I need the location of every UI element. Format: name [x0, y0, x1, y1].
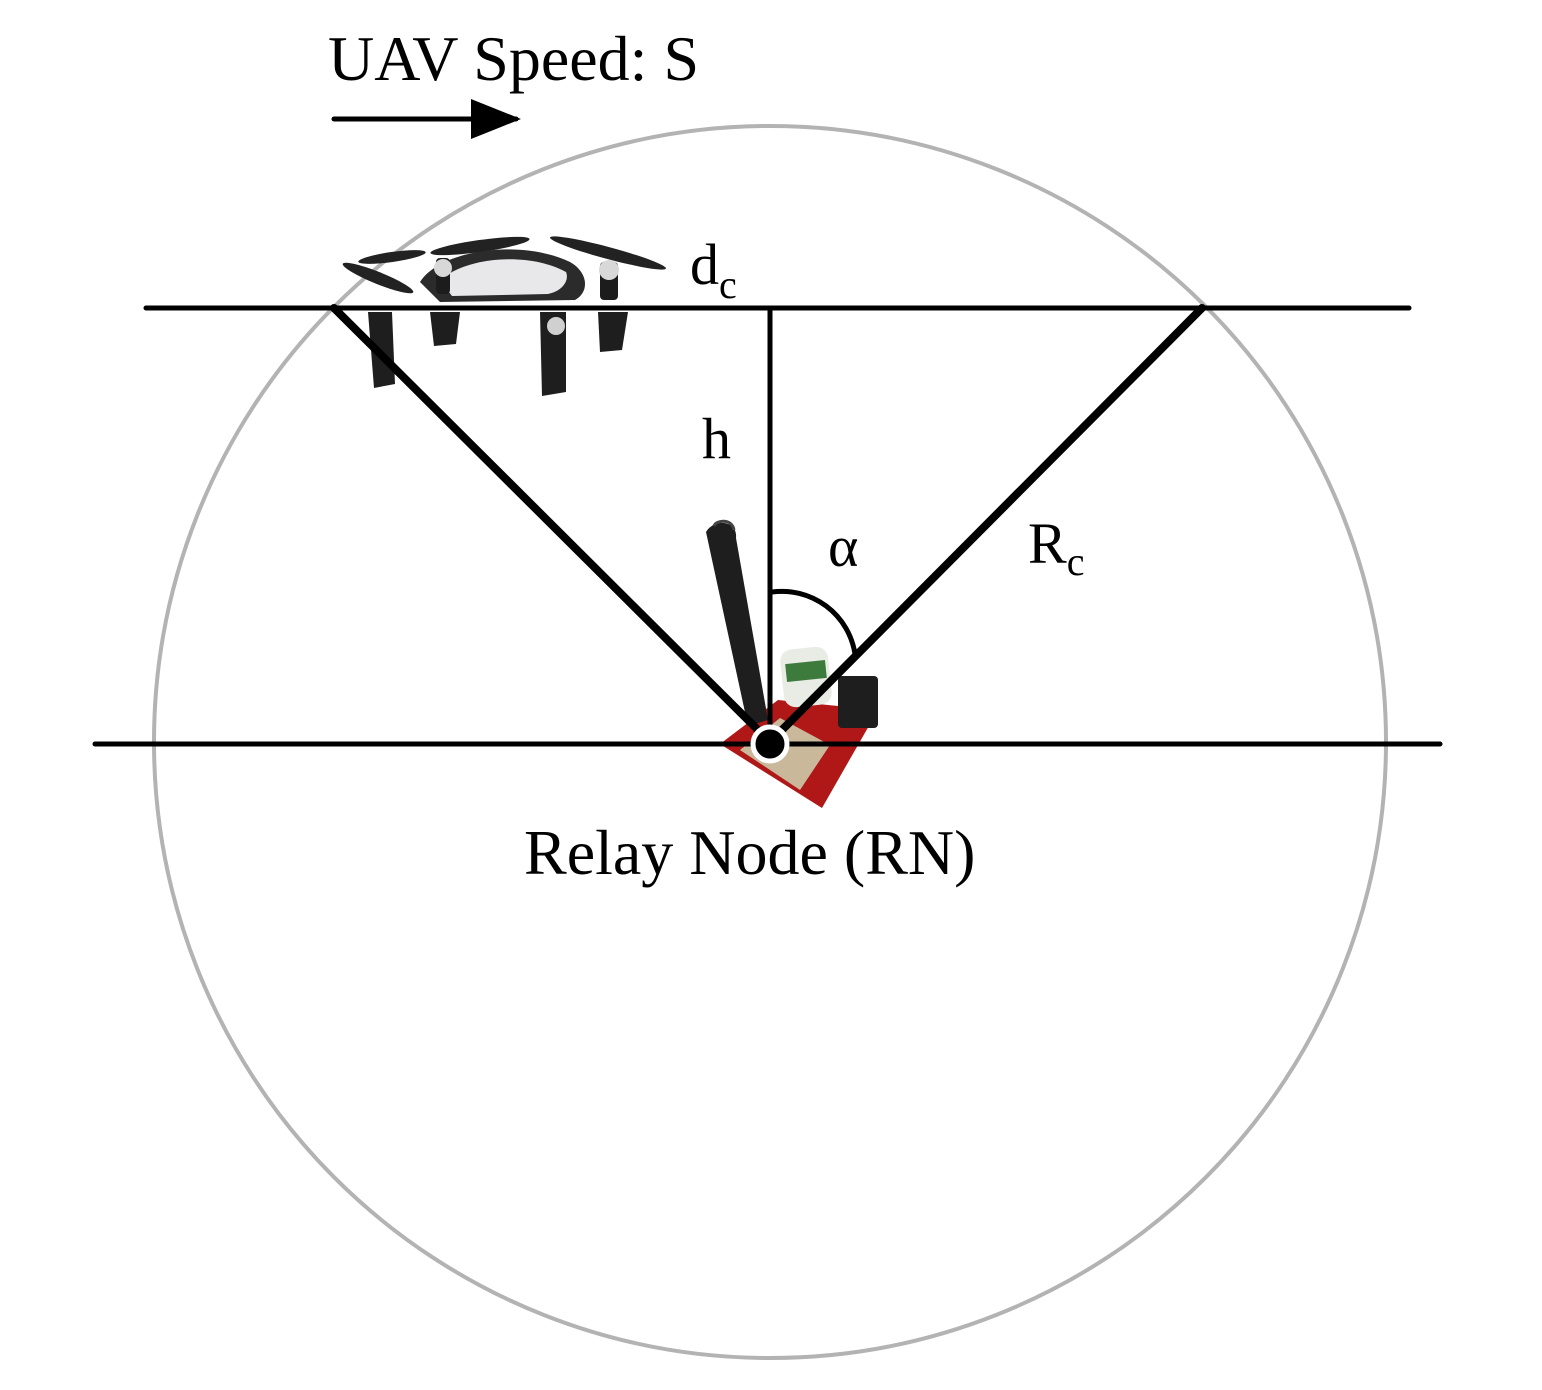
uav-drone-icon [342, 236, 666, 396]
dc-label: dc [690, 232, 737, 307]
uav-speed-label: UAV Speed: S [328, 23, 699, 94]
angle-alpha-arc [769, 588, 858, 657]
rc-label: Rc [1028, 511, 1084, 584]
h-label: h [702, 406, 731, 471]
alpha-label: α [828, 514, 858, 579]
left-slant-line [330, 304, 774, 746]
relay-node-label: Relay Node (RN) [524, 817, 975, 888]
relay-node-dot [750, 724, 790, 764]
right-slant-line [766, 304, 1206, 746]
